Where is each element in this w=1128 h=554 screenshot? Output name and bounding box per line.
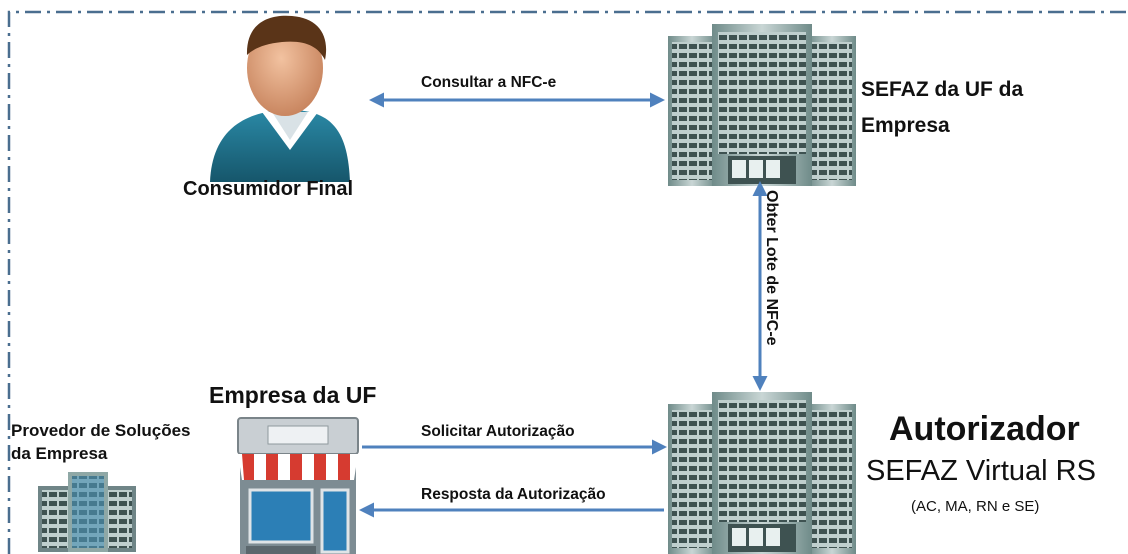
consumer-label: Consumidor Final	[183, 178, 353, 200]
solicitar-label: Solicitar Autorização	[421, 423, 575, 440]
resposta-label: Resposta da Autorização	[421, 486, 606, 503]
store-icon	[237, 417, 359, 554]
frame-border	[7, 10, 1128, 554]
autorizador-title: Autorizador	[889, 410, 1080, 448]
office-icon	[38, 472, 136, 552]
building-icon	[668, 24, 856, 186]
provedor-label-line2: da Empresa	[11, 444, 108, 463]
empresa-label: Empresa da UF	[209, 382, 377, 408]
autorizador-states: (AC, MA, RN e SE)	[911, 498, 1040, 515]
sefaz-uf-label: SEFAZ da UF da Empresa	[861, 78, 1024, 137]
provedor-label: Provedor de Soluções da Empresa	[11, 419, 191, 465]
building-icon	[668, 392, 856, 554]
person-icon	[210, 15, 350, 182]
obter-lote-label: Obter Lote de NFC-e	[763, 190, 780, 346]
consultar-label: Consultar a NFC-e	[421, 74, 557, 91]
provedor-label-line1: Provedor de Soluções	[11, 421, 191, 440]
autorizador-subtitle: SEFAZ Virtual RS	[866, 455, 1096, 487]
